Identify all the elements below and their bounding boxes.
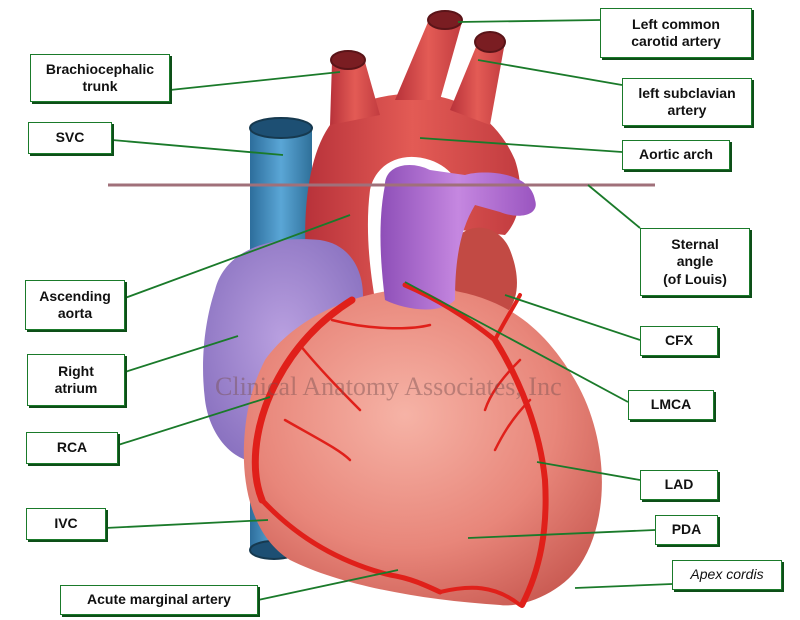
label-pda: PDA (655, 515, 718, 545)
label-left-common-carotid: Left common carotid artery (600, 8, 752, 58)
brachiocephalic-vessel (330, 62, 380, 125)
left-subclavian-opening (474, 31, 506, 53)
label-acute-marginal-artery: Acute marginal artery (60, 585, 258, 615)
leader-lmca (404, 281, 629, 403)
cfx-artery (493, 293, 522, 342)
watermark-text: Clinical Anatomy Associates, Inc (215, 372, 562, 401)
leader-sternal-angle (587, 184, 641, 229)
leader-apex (574, 583, 673, 589)
label-ivc: IVC (26, 508, 106, 540)
left-common-carotid-vessel (395, 22, 462, 100)
branch-2 (330, 318, 432, 330)
coronary-arteries (251, 282, 549, 608)
svc-opening (249, 117, 313, 139)
acute-marginal-artery (259, 497, 443, 595)
lad-artery (492, 337, 549, 608)
label-ascending-aorta: Ascending aorta (25, 280, 125, 330)
label-lmca: LMCA (628, 390, 714, 420)
branch-3 (283, 418, 352, 462)
leader-ascending-aorta (124, 214, 351, 299)
ventricles-shape (243, 288, 602, 606)
leader-rca (117, 396, 271, 446)
pda-artery (438, 585, 522, 607)
pulmonary-trunk-shape (380, 165, 536, 310)
leader-ivc (104, 519, 269, 529)
leader-cfx (504, 294, 641, 341)
label-lad: LAD (640, 470, 718, 500)
left-subclavian-vessel (450, 42, 505, 125)
branch-4 (493, 398, 532, 452)
leader-lad (536, 461, 641, 481)
label-svc: SVC (28, 122, 112, 154)
lmca-artery (402, 282, 498, 343)
leader-acute-marginal (257, 569, 399, 601)
label-sternal-angle: Sternal angle (of Louis) (640, 228, 750, 296)
label-right-atrium: Right atrium (27, 354, 125, 406)
leader-right-atrium (124, 335, 239, 373)
label-cfx: CFX (640, 326, 718, 356)
leader-lines (104, 19, 673, 601)
leader-svc (111, 139, 284, 156)
leader-brachiocephalic (169, 71, 341, 91)
brachiocephalic-opening (330, 50, 366, 70)
label-aortic-arch: Aortic arch (622, 140, 730, 170)
rca-artery (251, 296, 356, 504)
label-left-subclavian-artery: left subclavian artery (622, 78, 752, 126)
leader-aortic-arch (419, 137, 623, 153)
label-brachiocephalic-trunk: Brachiocephalic trunk (30, 54, 170, 102)
branch-5 (483, 358, 522, 412)
leader-left-common-carotid (457, 19, 601, 23)
left-common-carotid-opening (427, 10, 463, 30)
aortic-arch-shape (305, 93, 521, 300)
branch-1 (298, 343, 362, 412)
label-rca: RCA (26, 432, 118, 464)
leader-left-subclavian (477, 59, 623, 86)
label-apex-cordis: Apex cordis (672, 560, 782, 590)
leader-pda (467, 529, 656, 539)
